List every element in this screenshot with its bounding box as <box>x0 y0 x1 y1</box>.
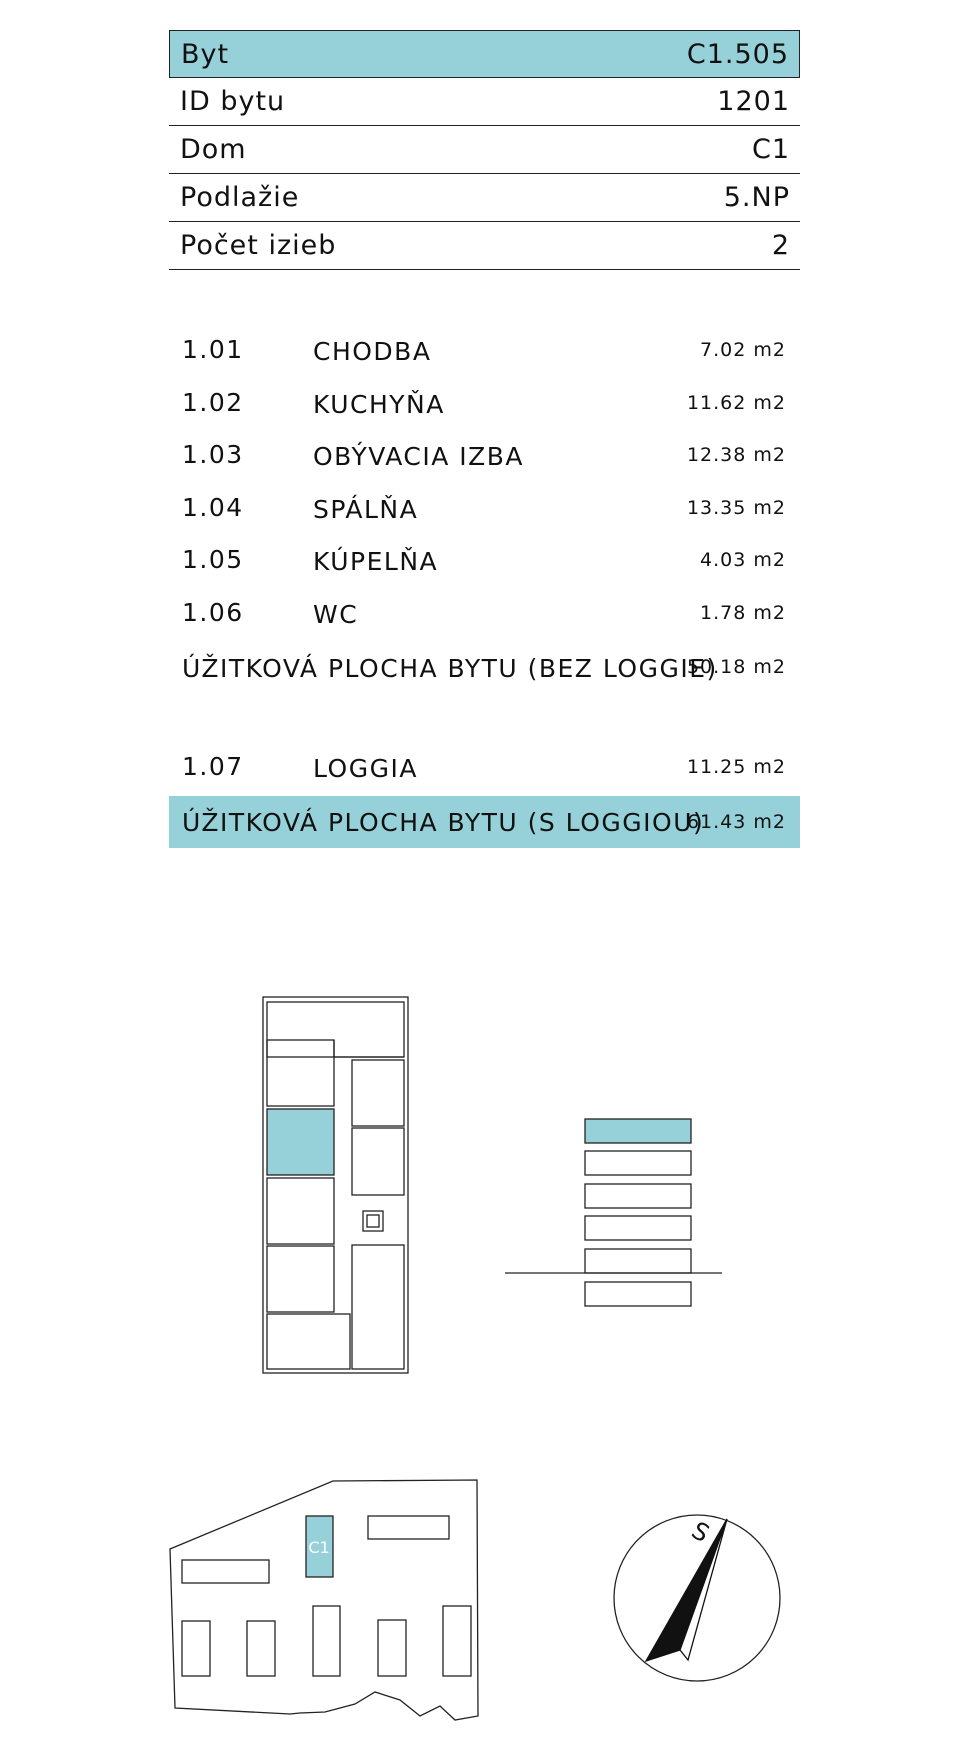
info-value: 1201 <box>717 86 790 117</box>
room-number: 1.03 <box>182 440 244 469</box>
total-label: ÚŽITKOVÁ PLOCHA BYTU (BEZ LOGGIE) <box>182 654 718 683</box>
room-number: 1.06 <box>182 597 244 627</box>
floor-plan-key <box>262 996 409 1374</box>
total-area: 61.43 m2 <box>686 811 786 833</box>
room-row: 1.03 OBÝVACIA IZBA 12.38 m2 <box>169 430 800 483</box>
total-with-loggia-row: ÚŽITKOVÁ PLOCHA BYTU (S LOGGIOU) 61.43 m… <box>169 796 800 848</box>
room-row: 1.05 KÚPELŇA 4.03 m2 <box>169 535 800 588</box>
loggia-list: 1.07 LOGGIA 11.25 m2 <box>169 742 800 794</box>
room-name: KÚPELŇA <box>313 547 439 576</box>
info-row-floor: Podlažie 5.NP <box>169 174 800 222</box>
info-row-house: Dom C1 <box>169 126 800 174</box>
total-area: 50.18 m2 <box>686 656 786 678</box>
compass-direction-label: S <box>687 1516 714 1548</box>
room-name: SPÁLŇA <box>313 494 419 524</box>
room-area: 1.78 m2 <box>700 601 786 624</box>
room-area: 13.35 m2 <box>686 496 786 519</box>
room-name: CHODBA <box>313 337 432 366</box>
compass <box>613 1514 781 1682</box>
room-area: 4.03 m2 <box>700 549 786 571</box>
room-area: 11.62 m2 <box>686 391 786 414</box>
info-label: ID bytu <box>180 86 286 117</box>
room-name: KUCHYŇA <box>313 389 445 419</box>
info-label: Byt <box>181 38 230 70</box>
info-row-apartment: Byt C1.505 <box>169 30 800 78</box>
apartment-info-table: Byt C1.505 ID bytu 1201 Dom C1 Podlažie … <box>169 30 800 270</box>
info-value: C1.505 <box>686 38 789 70</box>
room-number: 1.04 <box>182 492 244 522</box>
room-row: 1.02 KUCHYŇA 11.62 m2 <box>169 378 800 431</box>
room-list: 1.01 CHODBA 7.02 m2 1.02 KUCHYŇA 11.62 m… <box>169 325 800 693</box>
room-number: 1.02 <box>182 387 244 417</box>
info-label: Dom <box>180 134 247 165</box>
room-name: OBÝVACIA IZBA <box>313 442 525 471</box>
room-number: 1.05 <box>182 545 244 574</box>
building-label: C1 <box>308 1538 329 1557</box>
site-plan <box>169 1479 479 1721</box>
total-without-loggia-row: ÚŽITKOVÁ PLOCHA BYTU (BEZ LOGGIE) 50.18 … <box>169 640 800 693</box>
room-area: 11.25 m2 <box>686 756 786 778</box>
building-c1 <box>305 1515 334 1578</box>
current-floor <box>584 1118 692 1144</box>
room-number: 1.01 <box>182 335 244 364</box>
room-area: 12.38 m2 <box>686 444 786 466</box>
floor-stack-diagram <box>505 1118 722 1307</box>
info-row-id: ID bytu 1201 <box>169 78 800 126</box>
room-number: 1.07 <box>182 752 244 781</box>
total-label: ÚŽITKOVÁ PLOCHA BYTU (S LOGGIOU) <box>182 808 705 837</box>
room-row: 1.04 SPÁLŇA 13.35 m2 <box>169 483 800 536</box>
room-area: 7.02 m2 <box>700 339 786 361</box>
info-label: Podlažie <box>180 182 300 213</box>
info-row-rooms: Počet izieb 2 <box>169 222 800 270</box>
room-row: 1.07 LOGGIA 11.25 m2 <box>169 742 800 794</box>
info-value: 2 <box>771 230 790 261</box>
room-name: WC <box>313 599 359 629</box>
info-label: Počet izieb <box>180 230 337 261</box>
room-row: 1.01 CHODBA 7.02 m2 <box>169 325 800 378</box>
info-value: 5.NP <box>723 182 790 213</box>
info-value: C1 <box>751 134 790 165</box>
room-name: LOGGIA <box>313 754 418 783</box>
highlighted-unit <box>266 1108 335 1176</box>
room-row: 1.06 WC 1.78 m2 <box>169 588 800 641</box>
